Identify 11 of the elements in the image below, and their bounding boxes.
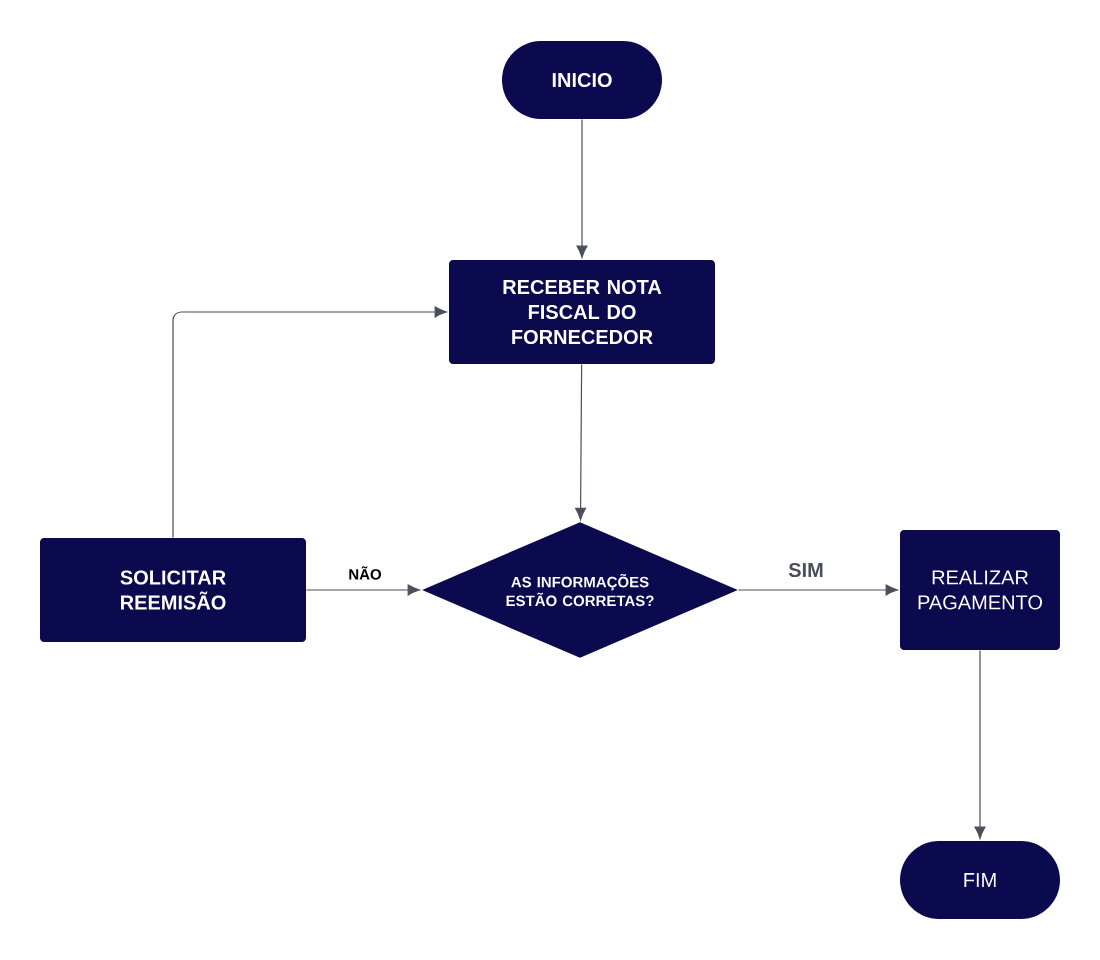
process-box: REALIZAR PAGAMENTO [900,530,1060,650]
edge-label: SIM [786,560,826,580]
process-box: RECEBER NOTA FISCAL DO FORNECEDOR [449,260,715,364]
arrow [575,363,587,521]
arrow [737,584,898,596]
edge-label: NÃO [346,564,384,582]
arrow [974,649,986,839]
arrow [576,118,588,259]
arrow [172,306,448,539]
arrow [305,584,421,596]
process-box: SOLICITAR REEMISÃO [40,538,306,642]
